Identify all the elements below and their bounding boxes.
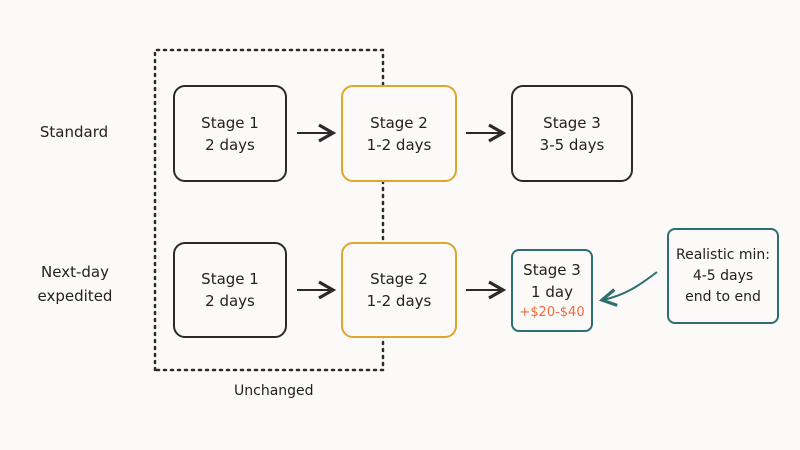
callout-line: end to end [685, 288, 761, 305]
stage-box-standard-3: Stage 3 3-5 days [511, 85, 633, 182]
row-label-standard: Standard [38, 120, 110, 144]
stage-duration: 2 days [205, 135, 255, 154]
row-label-line: Next-day [41, 263, 109, 281]
stage-box-expedited-3: Stage 3 1 day +$20-$40 [511, 249, 593, 332]
realistic-min-callout: Realistic min: 4-5 days end to end [667, 228, 779, 324]
stage-title: Stage 3 [523, 260, 581, 279]
stage-duration: 1 day [531, 282, 573, 301]
stage-title: Stage 2 [370, 113, 428, 132]
stage-duration: 1-2 days [366, 292, 432, 310]
stage-box-expedited-2: Stage 2 1-2 days [341, 242, 457, 338]
stage-duration: 2 days [205, 292, 255, 310]
row-label-expedited: Next-day expedited [30, 260, 120, 308]
unchanged-region-border [153, 48, 385, 372]
callout-arrow [598, 271, 658, 307]
row-label-line: Standard [39, 123, 109, 141]
stage-duration: 1-2 days [366, 135, 432, 154]
stage-box-expedited-1: Stage 1 2 days [173, 242, 287, 338]
callout-line: Realistic min: [675, 246, 770, 263]
stage-title: Stage 2 [370, 270, 428, 288]
stage-title: Stage 1 [201, 113, 259, 132]
stage-title: Stage 1 [201, 270, 259, 288]
stage-cost: +$20-$40 [519, 304, 585, 320]
row-label-line: expedited [37, 287, 113, 305]
stage-box-standard-1: Stage 1 2 days [173, 85, 287, 182]
stage-duration: 3-5 days [539, 135, 605, 154]
unchanged-label: Unchanged [234, 383, 314, 399]
stage-box-standard-2: Stage 2 1-2 days [341, 85, 457, 182]
stage-title: Stage 3 [543, 113, 601, 132]
callout-line: 4-5 days [692, 267, 754, 284]
